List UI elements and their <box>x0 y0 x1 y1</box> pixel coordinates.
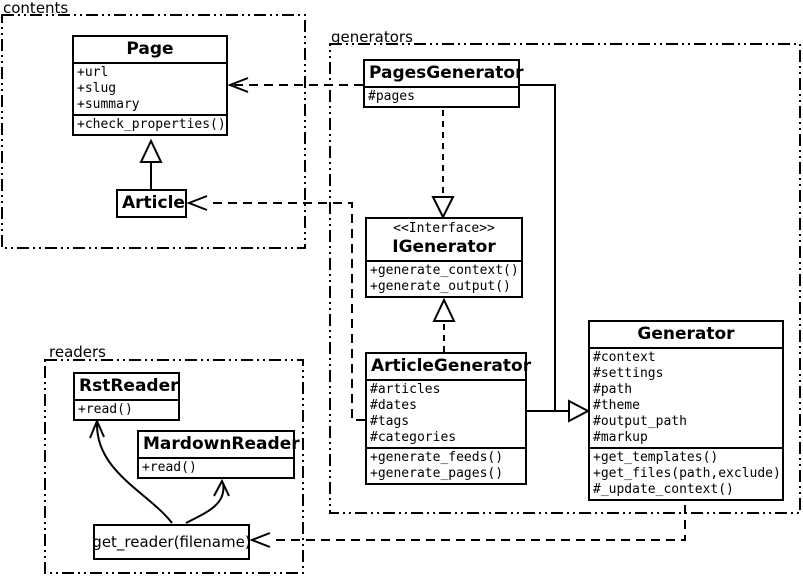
dependency-articlegenerator-to-article-arrowhead <box>186 195 208 211</box>
member: #path <box>593 382 633 397</box>
member: #output_path <box>593 414 687 429</box>
class-mardownreader: MardownReader +read() <box>137 430 300 479</box>
package-readers-border <box>44 359 304 574</box>
class-page: Page +url+slug+summary +check_properties… <box>72 35 228 136</box>
member: +generate_feeds() <box>370 450 504 465</box>
class-rstreader-methods: +read() <box>75 399 178 419</box>
member: +read() <box>78 402 133 417</box>
member: #categories <box>370 430 457 445</box>
class-mardownreader-methods: +read() <box>139 457 293 477</box>
dependency-articlegenerator-to-article-line <box>211 202 365 421</box>
member: +get_templates() <box>593 450 719 465</box>
class-articlegenerator-title: ArticleGenerator <box>371 356 532 376</box>
function-get-reader-label: get_reader(filename) <box>92 533 251 551</box>
class-igenerator: <<Interface>> IGenerator +generate_conte… <box>365 217 523 298</box>
class-article: Article <box>116 189 187 218</box>
arrow-getreader-to-rstreader-arrowhead <box>89 418 105 439</box>
member: +generate_context() <box>370 263 519 278</box>
class-igenerator-title: <<Interface>> IGenerator <box>367 219 521 260</box>
member: +slug <box>77 81 117 96</box>
class-igenerator-stereotype: <<Interface>> <box>393 221 495 236</box>
member: +generate_output() <box>370 279 511 294</box>
inheritance-pagesgenerator-to-generator-line <box>520 84 569 412</box>
member: #markup <box>593 430 648 445</box>
class-pagesgenerator-attributes: #pages <box>365 86 518 106</box>
class-articlegenerator-attributes: #articles#dates#tags#categories <box>367 379 525 447</box>
package-readers-label: readers <box>49 343 106 361</box>
member: #dates <box>370 398 417 413</box>
member: +summary <box>77 97 140 112</box>
member: #tags <box>370 414 410 429</box>
class-pagesgenerator-title: PagesGenerator <box>369 63 524 83</box>
class-articlegenerator: ArticleGenerator #articles#dates#tags#ca… <box>365 352 532 485</box>
class-article-title: Article <box>122 193 185 213</box>
member: #pages <box>368 89 415 104</box>
package-contents-border <box>1 14 306 249</box>
class-rstreader: RstReader +read() <box>73 372 180 421</box>
class-page-attributes: +url+slug+summary <box>74 62 226 114</box>
class-generator-methods: +get_templates()+get_files(path,exclude)… <box>590 447 782 499</box>
inheritance-article-to-page-triangle <box>139 138 163 163</box>
member: #articles <box>370 382 441 397</box>
member: +read() <box>142 460 197 475</box>
class-generator-attributes: #context#settings#path#theme#output_path… <box>590 347 782 447</box>
realization-pagesgenerator-to-igenerator-triangle <box>431 196 455 220</box>
member: #settings <box>593 366 664 381</box>
dependency-pagesgenerator-to-page-arrowhead <box>227 77 249 93</box>
package-generators-label: generators <box>331 28 413 46</box>
class-pagesgenerator: PagesGenerator #pages <box>363 59 524 108</box>
member: #_update_context() <box>593 482 734 497</box>
arrow-getreader-to-rstreader-line <box>95 422 173 524</box>
inheritance-to-generator-triangle <box>568 399 591 423</box>
member: #theme <box>593 398 640 413</box>
package-generators-border <box>329 43 801 514</box>
member: #context <box>593 350 656 365</box>
function-get-reader: get_reader(filename) <box>92 524 251 560</box>
member: +generate_pages() <box>370 466 504 481</box>
class-generator: Generator #context#settings#path#theme#o… <box>588 320 784 501</box>
class-page-methods: +check_properties() <box>74 114 226 134</box>
member: +check_properties() <box>77 117 226 132</box>
class-articlegenerator-methods: +generate_feeds()+generate_pages() <box>367 447 525 483</box>
class-igenerator-methods: +generate_context()+generate_output() <box>367 260 521 296</box>
class-rstreader-title: RstReader <box>79 376 179 396</box>
dependency-generator-to-getreader-arrowhead <box>249 532 271 548</box>
class-igenerator-name: IGenerator <box>392 237 496 257</box>
dependency-generator-to-getreader-line <box>273 505 686 541</box>
member: +url <box>77 65 109 80</box>
realization-articlegenerator-to-igenerator-triangle <box>432 297 456 322</box>
package-contents-label: contents <box>3 0 69 17</box>
class-mardownreader-title: MardownReader <box>143 434 300 454</box>
arrow-getreader-to-mardownreader-line <box>185 482 225 524</box>
class-page-title: Page <box>126 39 174 59</box>
class-generator-title: Generator <box>637 324 735 344</box>
member: +get_files(path,exclude) <box>593 466 781 481</box>
arrow-getreader-to-mardownreader-arrowhead <box>213 478 230 497</box>
